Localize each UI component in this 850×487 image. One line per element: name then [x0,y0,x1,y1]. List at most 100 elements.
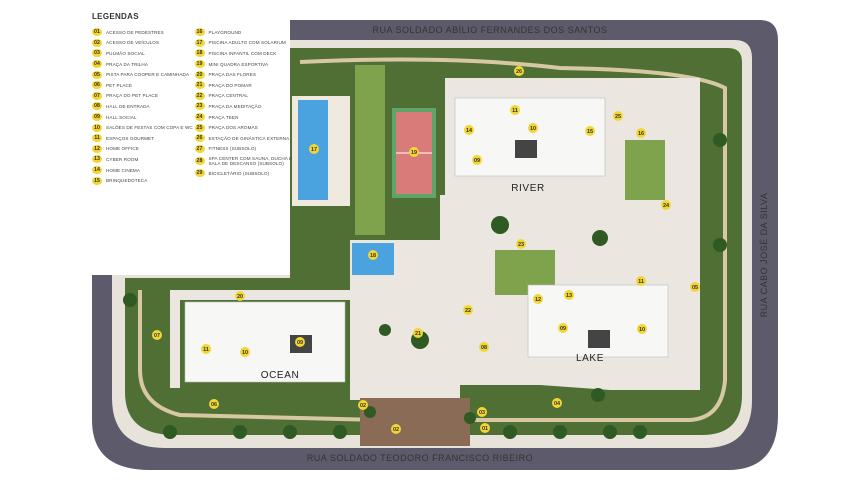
legend-number-badge: 25 [194,123,205,132]
legend-number-badge: 13 [92,155,102,164]
marker-19: 19 [409,147,419,157]
legend-label: PRAÇA DO POMAR [208,82,252,88]
lawn-strip [625,140,665,200]
lake-core [588,330,610,348]
street-name-right: RUA CABO JOSÉ DA SILVA [759,193,769,318]
marker-23: 23 [516,239,526,249]
legend-number-badge: 24 [194,113,205,122]
marker-22: 22 [463,305,473,315]
legend-number-badge: 09 [92,113,102,122]
marker-26: 26 [514,66,524,76]
svg-text:24: 24 [663,203,670,209]
legend-label: HALL DE ENTRADA [106,103,150,109]
legend-label: CYBER ROOM [106,156,139,162]
svg-text:08: 08 [481,345,487,351]
legend-label: PRAÇA DOS AROMAS [208,125,258,131]
marker-15: 15 [585,126,595,136]
marker-21: 21 [413,328,423,338]
marker-06: 06 [209,399,219,409]
marker-09c: 09 [558,323,568,333]
legend-label: SALÕES DE FESTAS COM COPA E WC [106,125,193,131]
svg-text:09: 09 [560,326,566,332]
trees [123,133,727,439]
marker-03: 03 [477,407,487,417]
legend-number-badge: 11 [92,134,102,143]
marker-09b: 09 [295,337,305,347]
svg-text:10: 10 [530,126,536,132]
svg-text:02: 02 [360,403,366,409]
svg-text:10: 10 [242,350,248,356]
legend-number-badge: 03 [92,49,102,58]
svg-text:19: 19 [411,150,417,156]
svg-text:14: 14 [466,128,473,134]
marker-11a: 11 [510,105,520,115]
svg-text:06: 06 [211,402,217,408]
svg-text:22: 22 [465,308,471,314]
legend-number-badge: 06 [92,81,102,90]
svg-text:20: 20 [237,294,243,300]
svg-text:21: 21 [415,331,421,337]
svg-text:18: 18 [370,253,376,259]
legend-label: PET PLACE [106,82,133,88]
legend-number-badge: 07 [92,91,102,100]
marker-24: 24 [661,200,671,210]
legend-number-badge: 16 [194,28,205,37]
legend-label: ACESSO DE VEÍCULOS [106,40,160,46]
legend-label: PLAYGROUND [208,29,242,35]
marker-07: 07 [152,330,162,340]
svg-text:11: 11 [203,347,209,353]
legend-label: BRINQUEDOTECA [106,178,148,184]
street-name-top: RUA SOLDADO ABÍLIO FERNANDES DOS SANTOS [373,25,608,35]
legend-label: PISTA PARA COOPER E CAMINHADA [106,72,190,78]
marker-16: 16 [636,128,646,138]
legend-number-badge: 10 [92,123,102,132]
marker-01: 01 [480,423,490,433]
legend-number-badge: 22 [194,91,205,100]
legend-label: MINI QUADRA ESPORTIVA [208,61,269,67]
marker-10a: 10 [528,123,538,133]
legend-label: HOME OFFICE [106,146,140,152]
svg-text:12: 12 [535,297,541,303]
legend-number-badge: 04 [92,60,102,69]
svg-text:15: 15 [587,129,593,135]
marker-09a: 09 [472,155,482,165]
legend-item: 13 CYBER ROOM [92,154,195,165]
legend-number-badge: 26 [194,134,205,143]
marker-04: 04 [552,398,562,408]
legend-item: 04 PRAÇA DA TRILHA [92,59,195,70]
vehicle-entrance [360,398,470,446]
legend-label: PRAÇA DA TRILHA [106,61,149,67]
svg-text:03: 03 [479,410,485,416]
marker-10b: 10 [240,347,250,357]
svg-text:05: 05 [692,285,698,291]
marker-12: 12 [533,294,543,304]
legend-item: 15 BRINQUEDOTECA [92,175,195,186]
legend-item: 12 HOME OFFICE [92,144,195,155]
legend-number-badge: 12 [92,144,102,153]
legend-number-badge: 15 [92,176,102,185]
svg-text:02: 02 [393,427,399,433]
svg-text:16: 16 [638,131,644,137]
street-name-bottom: RUA SOLDADO TEODORO FRANCISCO RIBEIRO [307,453,533,463]
legend-label: SPA CENTER COM SAUNA, DUCHA E SALA DE DE… [208,156,293,167]
legend-number-badge: 20 [194,70,205,79]
legend-label: PRAÇA DAS FLORES [208,72,257,78]
legend-item: 03 PULMÃO SOCIAL [92,48,195,59]
legend-label: PULMÃO SOCIAL [106,50,145,56]
marker-02b: 02 [358,400,368,410]
